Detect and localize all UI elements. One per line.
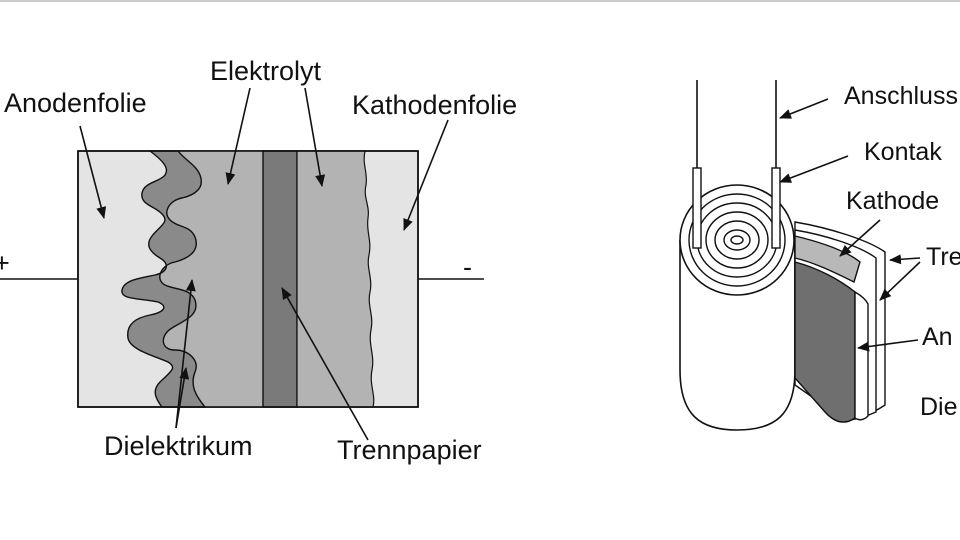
arrow-kontakt (779, 155, 849, 183)
terminal-right (771, 80, 781, 249)
arrow-anode (857, 339, 919, 352)
label-kathode: Kathode (846, 187, 939, 215)
layer-cathode (794, 235, 861, 283)
arrow-trennpapier (281, 287, 369, 441)
label-dielektrikum: Dielektrikum (104, 431, 253, 461)
arrow-anschluss (779, 98, 829, 119)
label-plus: + (0, 248, 10, 278)
box-outline (77, 150, 419, 408)
label-kathodenfolie: Kathodenfolie (352, 90, 517, 120)
arrow-anodenfolie (79, 125, 107, 219)
arrow-elektrolyt-left (225, 87, 251, 185)
layer-anode-dark (794, 261, 856, 423)
separator-paper (262, 150, 298, 408)
arrow-kathode (839, 219, 881, 257)
label-anodenfolie: Anodenfolie (4, 88, 147, 118)
arrow-kathodenfolie (403, 119, 449, 231)
arrow-dielektrikum-upper (175, 279, 196, 429)
label-anschluss: Anschluss (844, 82, 958, 110)
label-kontakt: Kontak (864, 138, 942, 166)
cross-section-diagram: Anodenfolie Elektrolyt Kathodenfolie Die… (0, 56, 517, 465)
electrolyte-right (296, 150, 375, 408)
layer-paper-front (854, 290, 869, 421)
dielectric-layer (121, 150, 207, 408)
label-minus: - (463, 252, 472, 282)
label-dielektrikum-right: Die (920, 393, 958, 421)
label-anode-right: An (922, 323, 953, 351)
wound-capacitor-diagram: Anschluss Kontak Kathode Tre An Die (679, 80, 960, 431)
terminal-left (692, 80, 702, 249)
arrow-trennpapier-upper (889, 254, 921, 265)
arrow-dielektrikum-lower (175, 367, 190, 429)
label-elektrolyt: Elektrolyt (210, 56, 322, 86)
arrow-trennpapier-lower (879, 261, 921, 301)
label-trennpapier: Trennpapier (337, 435, 482, 465)
label-trennpapier-right: Tre (926, 243, 960, 271)
cylinder-top (679, 184, 795, 296)
arrow-elektrolyt-right (304, 87, 326, 187)
